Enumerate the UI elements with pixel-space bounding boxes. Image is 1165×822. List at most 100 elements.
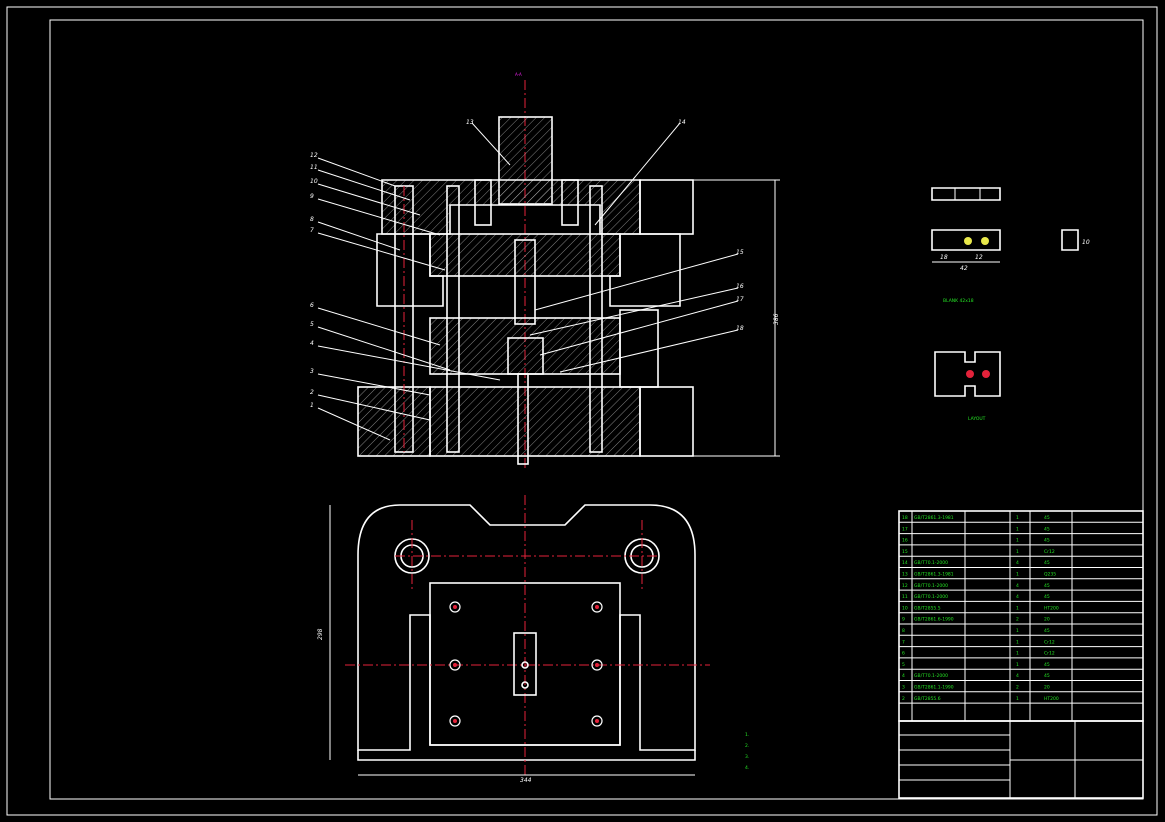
bom-cell-no: 10 — [902, 605, 908, 611]
part-label: 10 — [310, 178, 318, 185]
tech-req-item: 1. — [745, 732, 749, 738]
bom-cell-std: GB/T70.1-2000 — [914, 673, 948, 679]
layout-caption: LAYOUT — [968, 416, 986, 422]
bom-cell-qty: 1 — [1016, 639, 1019, 645]
bom-cell-mat: 45 — [1044, 662, 1050, 668]
bom-cell-mat: Cr12 — [1044, 639, 1055, 645]
part-detail-views: 42 18 12 10 BLANK 42x18 LAYOUT — [931, 187, 1090, 422]
bom-cell-std: GB/T2861.1-1990 — [914, 685, 954, 691]
outer-border — [6, 6, 1158, 816]
bom-cell-qty: 1 — [1016, 651, 1019, 657]
bom-cell-no: 15 — [902, 549, 908, 555]
part-label: 4 — [310, 340, 314, 347]
part-label: 8 — [310, 216, 314, 223]
bom-cell-mat: HT200 — [1044, 696, 1059, 702]
bom-cell-std: GB/T2855.6 — [914, 696, 941, 702]
bom-cell-no: 18 — [902, 515, 908, 521]
plan-view: 344 298 — [317, 495, 710, 784]
bom-cell-qty: 1 — [1016, 549, 1019, 555]
bom-cell-mat: Cr12 — [1044, 549, 1055, 555]
bom-cell-std: GB/T2861.6-1990 — [914, 617, 954, 623]
blank-caption: BLANK 42x18 — [943, 298, 974, 304]
bom-cell-qty: 1 — [1016, 538, 1019, 544]
part-label: 14 — [678, 119, 686, 126]
bom-cell-mat: 45 — [1044, 526, 1050, 532]
height-dimension: 386 — [773, 313, 780, 325]
part-label: 11 — [310, 164, 318, 171]
bom-cell-std: GB/T70.1-2000 — [914, 560, 948, 566]
bom-cell-mat: 45 — [1044, 560, 1050, 566]
bom-cell-qty: 4 — [1016, 594, 1019, 600]
bom-cell-no: 9 — [902, 617, 905, 623]
bom-cell-no: 17 — [902, 526, 908, 532]
bom-cell-qty: 1 — [1016, 628, 1019, 634]
bom-cell-mat: HT200 — [1044, 605, 1059, 611]
bom-cell-std: GB/T70.1-2000 — [914, 594, 948, 600]
part-label: 16 — [736, 283, 744, 290]
bom-cell-mat: Cr12 — [1044, 651, 1055, 657]
bom-cell-no: 8 — [902, 628, 905, 634]
technical-requirements: 1. 2. 3. 4. — [745, 732, 749, 771]
part-label: 6 — [310, 302, 314, 309]
bom-cell-qty: 1 — [1016, 605, 1019, 611]
bom-cell-qty: 1 — [1016, 696, 1019, 702]
blank-height-dimension: 10 — [1082, 239, 1090, 246]
bom-cell-std: GB/T2861.3-1981 — [914, 515, 954, 521]
bom-cell-qty: 1 — [1016, 662, 1019, 668]
bom-cell-std: GB/T2855.5 — [914, 605, 941, 611]
part-label: 7 — [310, 227, 314, 234]
inner-border — [49, 19, 1144, 800]
title-block — [898, 720, 1144, 799]
part-label: 12 — [310, 152, 318, 159]
blank-width-dimension: 18 — [940, 254, 948, 261]
plan-height-dimension: 298 — [317, 628, 324, 640]
part-label: 2 — [310, 389, 314, 396]
bom-cell-no: 6 — [902, 651, 905, 657]
bom-cell-qty: 1 — [1016, 572, 1019, 578]
bom-cell-qty: 1 — [1016, 515, 1019, 521]
bom-cell-no: 3 — [902, 685, 905, 691]
bom-cell-no: 12 — [902, 583, 908, 589]
bom-cell-mat: Q235 — [1044, 572, 1056, 578]
bom-cell-no: 14 — [902, 560, 908, 566]
bom-cell-qty: 4 — [1016, 560, 1019, 566]
bom-cell-no: 4 — [902, 673, 905, 679]
bom-cell-qty: 2 — [1016, 685, 1019, 691]
part-label: 15 — [736, 249, 744, 256]
tech-req-item: 4. — [745, 765, 749, 771]
bom-cell-mat: 45 — [1044, 583, 1050, 589]
part-label: 17 — [736, 296, 744, 303]
bom-cell-qty: 4 — [1016, 673, 1019, 679]
bom-cell-no: 11 — [902, 594, 908, 600]
assembly-section-view: A-A 386 — [357, 72, 780, 470]
part-label: 5 — [310, 321, 314, 328]
part-leaders: 12 11 10 9 8 7 6 5 4 3 2 1 13 14 15 16 1… — [310, 119, 744, 441]
part-label: 18 — [736, 325, 744, 332]
bom-cell-mat: 45 — [1044, 673, 1050, 679]
bom-cell-no: 5 — [902, 662, 905, 668]
bom-cell-no: 7 — [902, 639, 905, 645]
tech-req-item: 3. — [745, 754, 749, 760]
tech-req-item: 2. — [745, 743, 749, 749]
bom-cell-mat: 45 — [1044, 628, 1050, 634]
bom-cell-mat: 45 — [1044, 515, 1050, 521]
bom-cell-mat: 20 — [1044, 685, 1050, 691]
part-label: 1 — [310, 402, 314, 409]
bom-cell-qty: 4 — [1016, 583, 1019, 589]
section-title: A-A — [515, 72, 522, 77]
bom-cell-mat: 45 — [1044, 594, 1050, 600]
plan-width-dimension: 344 — [520, 777, 532, 784]
blank-width2-dimension: 12 — [975, 254, 983, 261]
bom-cell-std: GB/T70.1-2000 — [914, 583, 948, 589]
blank-length-dimension: 42 — [960, 265, 968, 272]
bom-cell-no: 16 — [902, 538, 908, 544]
part-label: 9 — [310, 193, 314, 200]
part-label: 3 — [310, 368, 314, 375]
bom-cell-std: GB/T2861.3-1981 — [914, 572, 954, 578]
bom-cell-mat: 45 — [1044, 538, 1050, 544]
bom-cell-no: 13 — [902, 572, 908, 578]
bom-cell-mat: 20 — [1044, 617, 1050, 623]
bom-cell-no: 2 — [902, 696, 905, 702]
bom-cell-qty: 1 — [1016, 526, 1019, 532]
